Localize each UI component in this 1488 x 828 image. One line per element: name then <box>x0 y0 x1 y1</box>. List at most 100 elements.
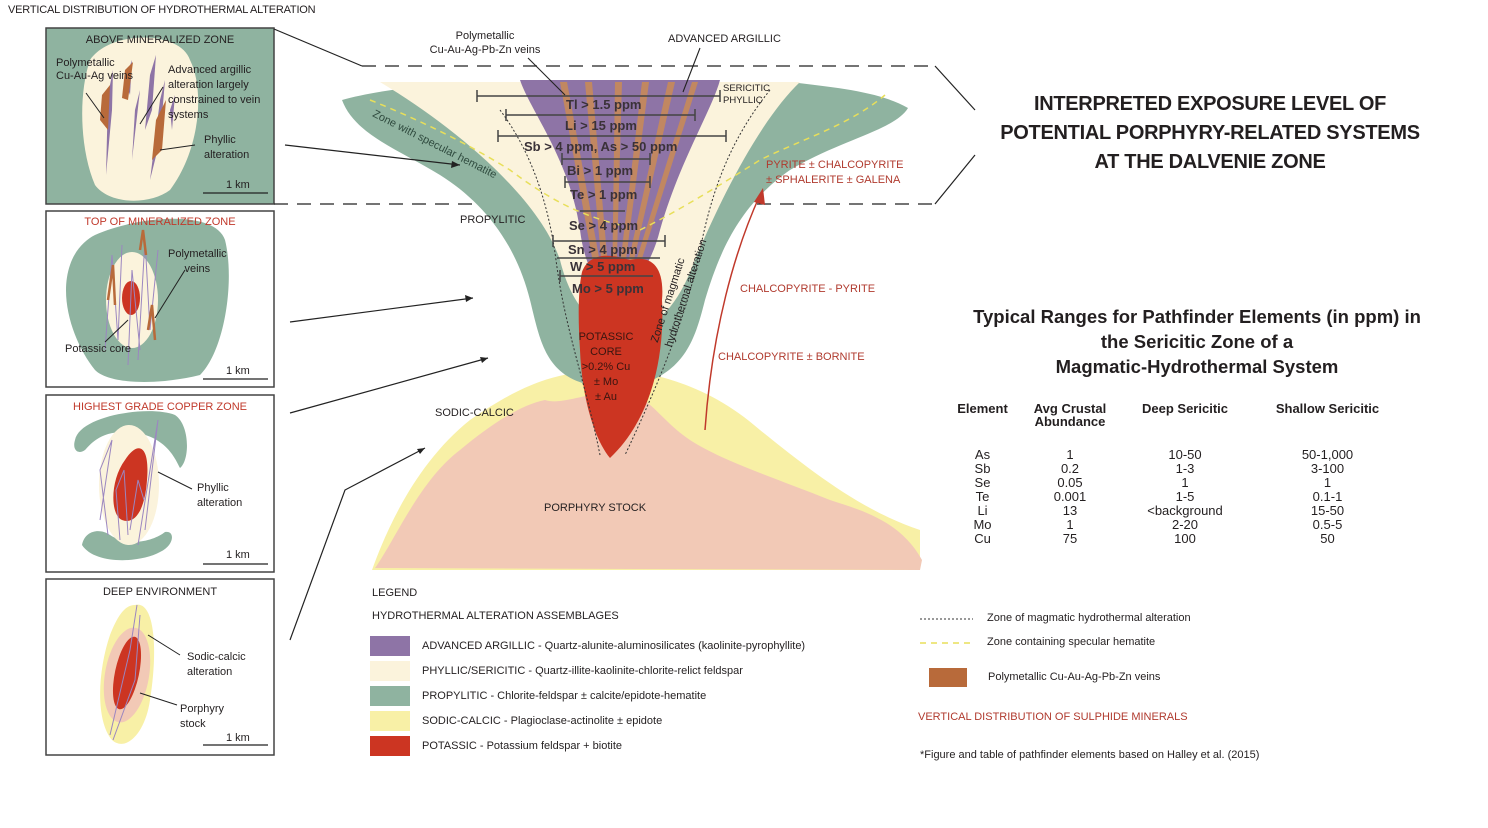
table-cell: 50-1,000 <box>1301 447 1354 462</box>
pathfinder-table-title: Typical Ranges for Pathfinder Elements (… <box>973 306 1421 377</box>
pathfinder-table: Element Avg Crustal Abundance Deep Seric… <box>940 402 1400 546</box>
panel3-scale-label: 1 km <box>226 549 250 561</box>
header-avg-crustal: Avg Crustal Abundance <box>1033 401 1107 429</box>
threshold-mo: Mo > 5 ppm <box>572 281 644 296</box>
legend-veins-label: Polymetallic Cu-Au-Ag-Pb-Zn veins <box>988 671 1161 683</box>
legend-item-phyllic: PHYLLIC/SERICITIC - Quartz-illite-kaolin… <box>370 660 743 682</box>
legend-label: ADVANCED ARGILLIC - Quartz-alunite-alumi… <box>422 640 806 652</box>
table-cell: Cu <box>974 531 991 546</box>
header-deep-sericitic: Deep Sericitic <box>1142 401 1228 416</box>
table-cell: 75 <box>1062 531 1078 546</box>
advanced-argillic-label: ADVANCED ARGILLIC <box>668 33 781 45</box>
threshold-tl: Tl > 1.5 ppm <box>566 97 642 112</box>
legend-item-sodic-calcic: SODIC-CALCIC - Plagioclase-actinolite ± … <box>370 710 662 732</box>
swatch-potassic <box>370 736 410 756</box>
legend-label: PROPYLITIC - Chlorite-feldspar ± calcite… <box>422 690 707 702</box>
cross-section <box>342 47 922 570</box>
table-cell: Sb <box>974 461 991 476</box>
panel-above-mineralized-graphic <box>45 27 275 205</box>
table-cell: <background <box>1147 503 1223 518</box>
panel-top-mineralized-graphic <box>45 210 275 388</box>
table-cell: 0.001 <box>1053 489 1087 504</box>
sulphide-chalcopyrite-bornite-label: CHALCOPYRITE ± BORNITE <box>718 351 865 363</box>
legend-label: PHYLLIC/SERICITIC - Quartz-illite-kaolin… <box>422 665 743 677</box>
table-cell: 100 <box>1174 531 1196 546</box>
panel4-scale-label: 1 km <box>226 732 250 744</box>
table-cell: 0.5-5 <box>1312 517 1343 532</box>
table-cell: 0.2 <box>1060 461 1080 476</box>
panel-arrows <box>284 144 489 641</box>
table-cell: 2-20 <box>1171 517 1199 532</box>
swatch-phyllic <box>370 661 410 681</box>
table-cell: 0.1-1 <box>1312 489 1343 504</box>
swatch-veins <box>929 668 967 687</box>
table-cell: As <box>974 447 991 462</box>
panel2-potassic-label: Potassic core <box>65 343 132 355</box>
legend-dashed-label: Zone containing specular hematite <box>987 636 1156 648</box>
threshold-sb-as: Sb > 4 ppm, As > 50 ppm <box>524 139 678 154</box>
sulphide-chalcopyrite-pyrite-label: CHALCOPYRITE - PYRITE <box>740 283 876 295</box>
legend-item-potassic: POTASSIC - Potassium feldspar + biotite <box>370 735 622 757</box>
panel2-scale-label: 1 km <box>226 365 250 377</box>
panel-deep-environment-graphic <box>45 578 275 756</box>
threshold-se: Se > 4 ppm <box>569 218 638 233</box>
table-cell: 50 <box>1320 531 1335 546</box>
table-cell: 1 <box>1066 517 1074 532</box>
table-cell: 0.05 <box>1057 475 1083 490</box>
threshold-te: Te > 1 ppm <box>570 187 638 202</box>
header-element: Element <box>957 401 1008 416</box>
table-row: Sb 0.2 1-3 3-100 <box>940 462 1400 476</box>
threshold-sn: Sn > 4 ppm <box>568 242 638 257</box>
table-cell: 1 <box>1181 475 1189 490</box>
panel-title-highest-grade: HIGHEST GRADE COPPER ZONE <box>73 401 247 413</box>
threshold-bi: Bi > 1 ppm <box>567 163 634 178</box>
table-cell: 15-50 <box>1310 503 1345 518</box>
threshold-li: Li > 15 ppm <box>565 118 637 133</box>
legend-label: SODIC-CALCIC - Plagioclase-actinolite ± … <box>422 715 663 727</box>
table-cell: 1-3 <box>1175 461 1195 476</box>
propylitic-label: PROPYLITIC <box>460 214 526 226</box>
sulphide-pyrite-label: PYRITE ± CHALCOPYRITE± SPHALERITE ± GALE… <box>766 159 904 186</box>
table-cell: Te <box>975 489 990 504</box>
panel-title-deep-environment: DEEP ENVIRONMENT <box>102 586 218 598</box>
footnote: *Figure and table of pathfinder elements… <box>920 749 1260 761</box>
sulphide-heading: VERTICAL DISTRIBUTION OF SULPHIDE MINERA… <box>918 711 1188 723</box>
table-row: Mo 1 2-20 0.5-5 <box>940 518 1400 532</box>
table-cell: 1 <box>1066 447 1074 462</box>
table-cell: 1 <box>1323 475 1332 490</box>
legend-item-propylitic: PROPYLITIC - Chlorite-feldspar ± calcite… <box>370 685 706 707</box>
legend-subtitle: HYDROTHERMAL ALTERATION ASSEMBLAGES <box>372 610 619 622</box>
porphyry-stock-label: PORPHYRY STOCK <box>544 502 647 514</box>
page-title: VERTICAL DISTRIBUTION OF HYDROTHERMAL AL… <box>8 4 316 16</box>
sodic-calcic-label: SODIC-CALCIC <box>435 407 514 419</box>
legend-item-advanced-argillic: ADVANCED ARGILLIC - Quartz-alunite-alumi… <box>370 635 805 657</box>
table-cell: 3-100 <box>1310 461 1345 476</box>
table-cell: Mo <box>973 517 992 532</box>
legend-dotted-label: Zone of magmatic hydrothermal alteration <box>987 612 1191 624</box>
table-cell: 1-5 <box>1175 489 1195 504</box>
panel-title-above-mineralized: ABOVE MINERALIZED ZONE <box>85 34 235 46</box>
table-header-row: Element Avg Crustal Abundance Deep Seric… <box>940 402 1400 448</box>
table-row: Te 0.001 1-5 0.1-1 <box>940 490 1400 504</box>
threshold-w: W > 5 ppm <box>570 259 636 274</box>
swatch-propylitic <box>370 686 410 706</box>
panel-highest-grade-graphic <box>45 394 275 573</box>
legend-title: LEGEND <box>372 587 418 599</box>
table-cell: 10-50 <box>1168 447 1202 462</box>
table-cell: 13 <box>1062 503 1078 518</box>
panel-title-top-mineralized: TOP OF MINERALIZED ZONE <box>84 216 236 228</box>
swatch-advanced-argillic <box>370 636 410 656</box>
header-shallow-sericitic: Shallow Sericitic <box>1275 401 1380 416</box>
